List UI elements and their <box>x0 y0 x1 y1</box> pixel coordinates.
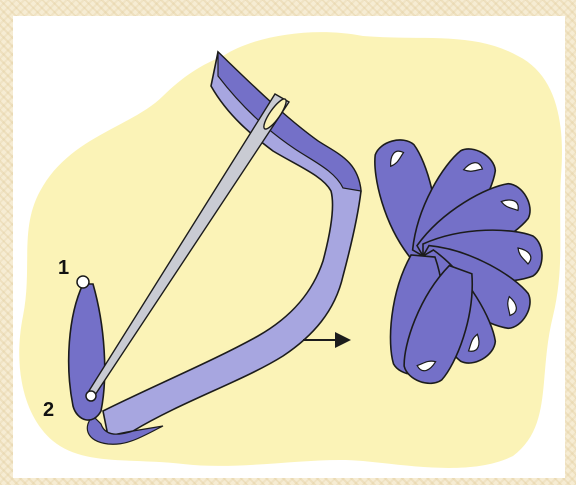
end-point-marker <box>86 391 96 401</box>
start-point-marker <box>77 276 89 288</box>
ribbon-embroidery-diagram: 1 2 <box>13 16 565 478</box>
start-point-label: 1 <box>58 257 69 279</box>
illustration-canvas: 1 2 <box>13 16 565 478</box>
end-point-label: 2 <box>43 399 54 421</box>
